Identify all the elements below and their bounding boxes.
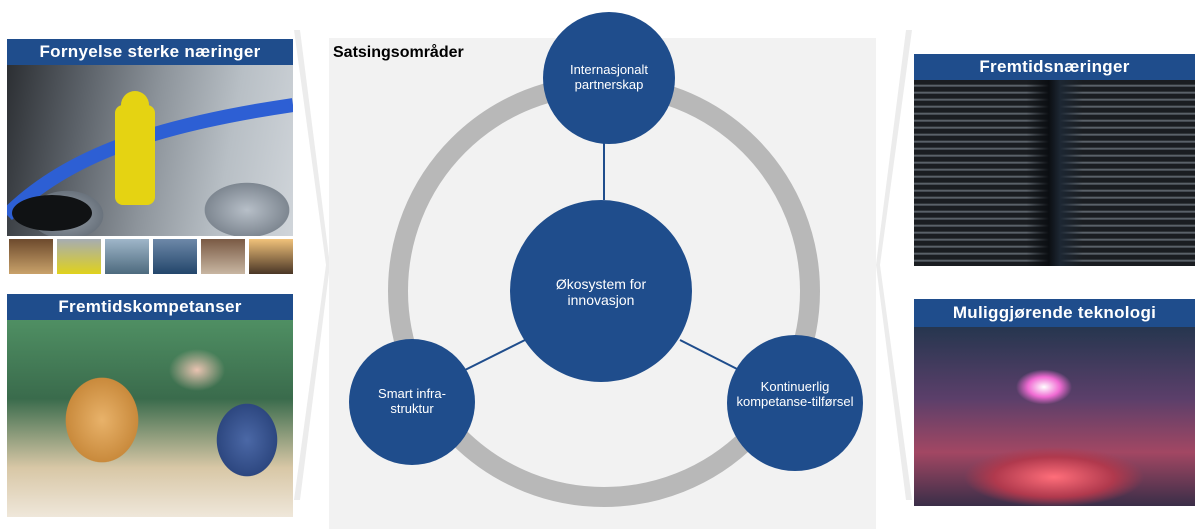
thumbnail <box>9 239 53 274</box>
thumbnail <box>201 239 245 274</box>
panel-fornyelse: Fornyelse sterke næringer <box>7 39 293 276</box>
laser-technology-photo <box>914 327 1195 506</box>
thumbnail <box>249 239 293 274</box>
diagram-title: Satsingsområder <box>333 44 464 61</box>
thumbnail-strip <box>9 239 293 274</box>
panel-title: Fremtidskompetanser <box>7 294 293 320</box>
connector-right <box>679 339 744 373</box>
connector-left <box>462 339 526 372</box>
thumbnail <box>57 239 101 274</box>
node-label-okosystem: Økosystem for innovasjon <box>555 276 647 308</box>
node-label-internasjonalt: Internasjonalt partnerskap <box>569 62 649 92</box>
node-label-smart-infrastruktur: Smart infra-struktur <box>378 386 446 416</box>
panel-muliggjorende: Muliggjørende teknologi <box>914 299 1195 506</box>
node-right <box>727 335 863 471</box>
node-left <box>349 339 475 465</box>
industrial-worker-photo <box>7 65 293 236</box>
right-chevron <box>876 30 912 500</box>
data-center-photo <box>914 80 1195 266</box>
panel-title: Fremtidsnæringer <box>914 54 1195 80</box>
thumbnail <box>153 239 197 274</box>
node-label-kontinuerlig: Kontinuerlig kompetanse-tilførsel <box>736 379 854 409</box>
students-classroom-photo <box>7 320 293 517</box>
left-chevron <box>294 30 330 500</box>
panel-title: Fornyelse sterke næringer <box>7 39 293 65</box>
node-top <box>543 12 675 144</box>
thumbnail <box>105 239 149 274</box>
panel-title: Muliggjørende teknologi <box>914 299 1195 327</box>
node-center <box>510 200 692 382</box>
panel-fremtidskompetanser: Fremtidskompetanser <box>7 294 293 517</box>
panel-fremtidsnaeringer: Fremtidsnæringer <box>914 54 1195 266</box>
